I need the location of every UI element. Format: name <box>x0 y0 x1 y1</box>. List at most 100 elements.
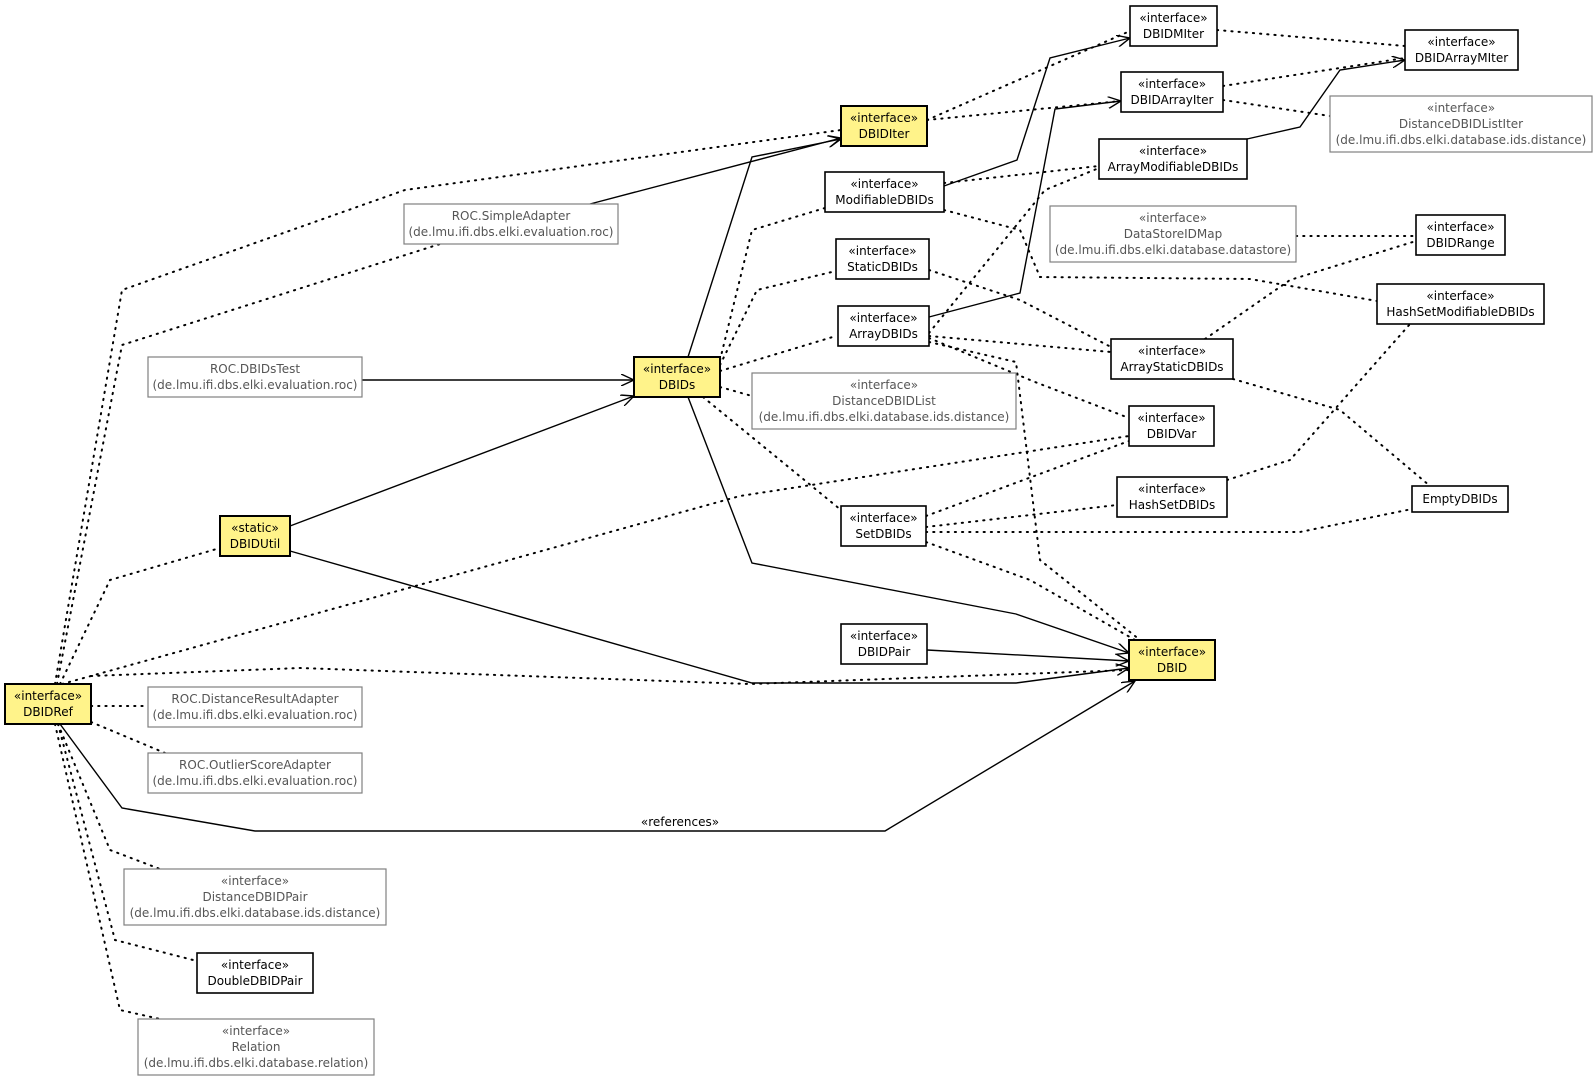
class-box <box>1411 485 1509 513</box>
edge-SetDBIDs-DBIDVar <box>925 440 1130 517</box>
class-node-relation[interactable]: «interface»Relation(de.lmu.ifi.dbs.elki.… <box>137 1018 375 1076</box>
edge-ArrayDBIDs-ArrayStaticDBIDs <box>928 335 1112 353</box>
class-node-arraymodifiabledbids[interactable]: «interface»ArrayModifiableDBIDs <box>1098 138 1248 180</box>
class-name: DistanceDBIDList <box>832 394 936 408</box>
class-node-distancedbidpair[interactable]: «interface»DistanceDBIDPair(de.lmu.ifi.d… <box>123 868 387 926</box>
edge-HashSetDBIDs-HashSetModifiableDBIDs <box>1226 323 1411 481</box>
edge-ArrayDBIDs-ArrayModifiableDBIDs <box>928 167 1100 334</box>
class-node-distancedbidlist[interactable]: «interface»DistanceDBIDList(de.lmu.ifi.d… <box>751 372 1017 430</box>
class-node-datastoreidmap[interactable]: «interface»DataStoreIDMap(de.lmu.ifi.dbs… <box>1049 205 1297 263</box>
class-node-dbidarraymiter[interactable]: «interface»DBIDArrayMIter <box>1404 29 1519 71</box>
stereotype-label: «interface» <box>1139 11 1207 25</box>
package-label: (de.lmu.ifi.dbs.elki.database.ids.distan… <box>759 410 1010 424</box>
class-node-dbidrange[interactable]: «interface»DBIDRange <box>1415 214 1506 256</box>
class-node-distanceresultadapter[interactable]: ROC.DistanceResultAdapter(de.lmu.ifi.dbs… <box>147 686 363 728</box>
stereotype-label: «interface» <box>221 874 289 888</box>
edge-DBIDs-ArrayDBIDs <box>719 335 837 372</box>
class-node-hashsetmodifiabledbids[interactable]: «interface»HashSetModifiableDBIDs <box>1376 283 1545 325</box>
class-box <box>1376 283 1545 325</box>
class-node-dbid[interactable]: «interface»DBID <box>1128 639 1216 681</box>
edge-DBIDIter-DBIDArrayIter <box>926 100 1122 121</box>
class-box <box>1049 205 1297 263</box>
class-node-dbidvar[interactable]: «interface»DBIDVar <box>1128 405 1215 447</box>
class-node-dbidmiter[interactable]: «interface» DBIDMIter <box>1129 5 1218 47</box>
class-node-dbids[interactable]: «interface»DBIDs <box>633 356 721 398</box>
class-node-modifiabledbids[interactable]: «interface»ModifiableDBIDs <box>824 171 945 213</box>
edge-DBIDRef-DBIDVar <box>61 435 1130 685</box>
class-node-simpleadapter[interactable]: ROC.SimpleAdapter(de.lmu.ifi.dbs.elki.ev… <box>403 203 619 245</box>
edge-ArrayDBIDs-DBIDVar <box>928 337 1130 419</box>
stereotype-label: «interface» <box>1137 411 1205 425</box>
edge-ArrayDBIDs-DBID <box>928 341 1141 641</box>
package-label: (de.lmu.ifi.dbs.elki.evaluation.roc) <box>153 378 358 392</box>
class-name: DBIDIter <box>859 127 910 141</box>
class-name: HashSetDBIDs <box>1129 498 1215 512</box>
class-name: DBIDRef <box>23 705 73 719</box>
class-box <box>147 356 363 398</box>
edge-ModifiableDBIDs-DBIDMIter <box>943 38 1130 187</box>
class-node-dbidutil[interactable]: «static» DBIDUtil <box>219 515 291 557</box>
class-node-staticdbids[interactable]: «interface»StaticDBIDs <box>835 238 930 280</box>
class-node-dbidstest[interactable]: ROC.DBIDsTest(de.lmu.ifi.dbs.elki.evalua… <box>147 356 363 398</box>
class-name: ArrayStaticDBIDs <box>1120 360 1223 374</box>
stereotype-label: «interface» <box>1138 77 1206 91</box>
edge-DBIDRef-OutlierScoreAdapter <box>90 721 166 754</box>
class-node-emptydbids[interactable]: EmptyDBIDs <box>1411 485 1509 513</box>
class-node-outlierscoreadapter[interactable]: ROC.OutlierScoreAdapter(de.lmu.ifi.dbs.e… <box>147 752 363 794</box>
class-box <box>403 203 619 245</box>
edge-DBIDs-DBIDIter <box>687 139 841 358</box>
stereotype-label: «interface» <box>850 111 918 125</box>
class-name: SetDBIDs <box>855 527 911 541</box>
edge-DBIDRef-DBID <box>90 666 1130 686</box>
stereotype-label: «interface» <box>849 511 917 525</box>
edge-SetDBIDs-EmptyDBIDs <box>925 508 1413 533</box>
class-name: DBIDArrayMIter <box>1415 51 1508 65</box>
class-box <box>840 505 927 547</box>
edge-ArrayDBIDs-DBIDArrayIter <box>928 101 1121 318</box>
class-name: DBIDMIter <box>1143 27 1204 41</box>
class-node-dbidref[interactable]: «interface»DBIDRef <box>4 683 92 725</box>
edge-DBIDPair-DBID <box>926 649 1129 661</box>
edge-DBIDRef-DistanceDBIDPair <box>57 723 161 870</box>
class-box <box>837 305 930 347</box>
class-node-setdbids[interactable]: «interface» SetDBIDs <box>840 505 927 547</box>
stereotype-label: «interface» <box>848 244 916 258</box>
stereotype-label: «static» <box>231 521 279 535</box>
class-name: DoubleDBIDPair <box>207 974 302 988</box>
class-box <box>123 868 387 926</box>
class-node-arraystaticdbids[interactable]: «interface» ArrayStaticDBIDs <box>1110 338 1234 380</box>
package-label: (de.lmu.ifi.dbs.elki.evaluation.roc) <box>153 774 358 788</box>
edge-DBIDs-DBID <box>687 396 1129 653</box>
class-name: DataStoreIDMap <box>1124 227 1222 241</box>
class-name: DBIDPair <box>858 645 911 659</box>
class-name: DBIDUtil <box>230 537 280 551</box>
class-box <box>137 1018 375 1076</box>
class-node-arraydbids[interactable]: «interface»ArrayDBIDs <box>837 305 930 347</box>
edge-DBIDRef-SimpleAdapter <box>56 243 441 685</box>
class-node-dbidarrayiter[interactable]: «interface»DBIDArrayIter <box>1120 71 1224 113</box>
edge-DBIDRef-DBID <box>59 681 1135 832</box>
class-box <box>1110 338 1234 380</box>
class-box <box>751 372 1017 430</box>
stereotype-label: «interface» <box>1138 344 1206 358</box>
class-node-dbidpair[interactable]: «interface»DBIDPair <box>840 623 928 665</box>
class-name: DistanceDBIDPair <box>202 890 307 904</box>
class-node-distancedbidlistiter[interactable]: «interface»DistanceDBIDListIter(de.lmu.i… <box>1329 95 1593 153</box>
class-name: DistanceDBIDListIter <box>1399 117 1523 131</box>
edge-ModifiableDBIDs-ArrayModifiableDBIDs <box>943 165 1100 184</box>
edge-layer: «references» <box>54 29 1431 1020</box>
edge-DBIDMIter-DBIDArrayMIter <box>1216 29 1406 47</box>
class-box <box>824 171 945 213</box>
stereotype-label: «interface» <box>1427 101 1495 115</box>
edge-ArrayStaticDBIDs-EmptyDBIDs <box>1232 378 1431 487</box>
edge-DBIDUtil-DBIDs <box>289 396 634 527</box>
class-node-dbiditer[interactable]: «interface» DBIDIter <box>840 105 928 147</box>
stereotype-label: «interface» <box>643 362 711 376</box>
class-node-hashsetdbids[interactable]: «interface»HashSetDBIDs <box>1116 476 1228 518</box>
class-name: ArrayDBIDs <box>849 327 918 341</box>
class-node-doubledbidpair[interactable]: «interface»DoubleDBIDPair <box>196 952 314 994</box>
edge-DBIDIter-DBIDMIter <box>926 30 1131 121</box>
class-box <box>4 683 92 725</box>
class-name: DBID <box>1157 661 1187 675</box>
package-label: (de.lmu.ifi.dbs.elki.database.datastore) <box>1055 243 1291 257</box>
